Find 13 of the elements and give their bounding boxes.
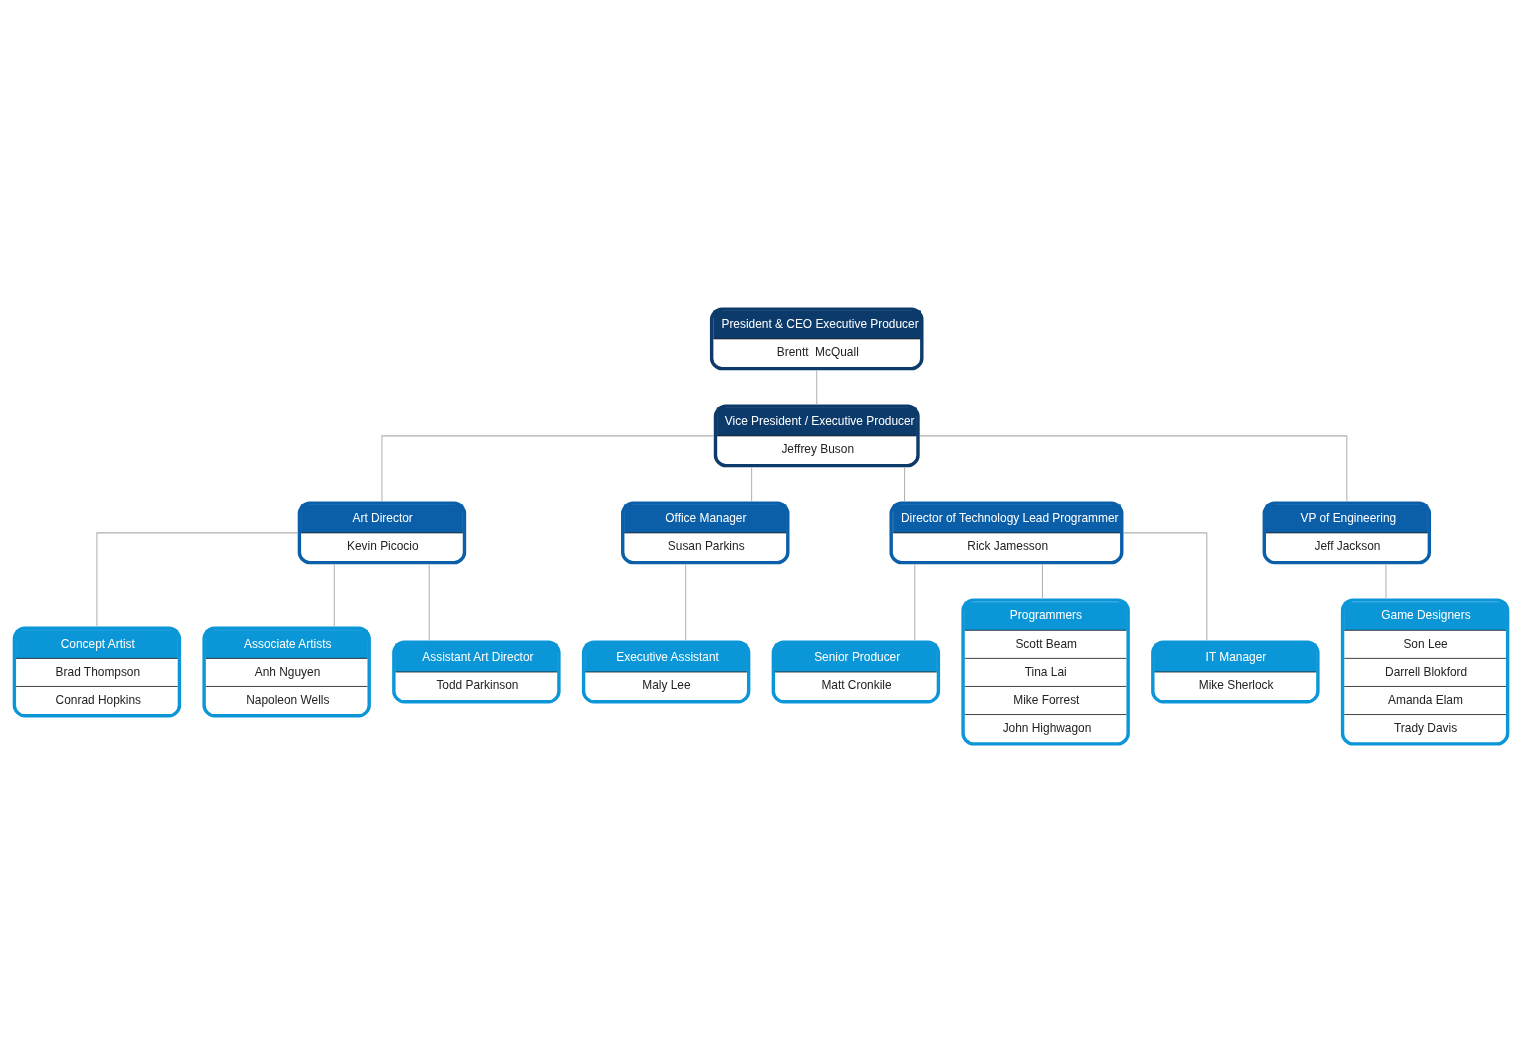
connector <box>751 466 753 502</box>
connector <box>914 563 916 641</box>
connector <box>1123 531 1208 641</box>
connector <box>919 434 1348 502</box>
connector <box>685 563 687 641</box>
connector <box>904 466 906 502</box>
connector <box>381 434 715 502</box>
connector <box>1041 563 1043 599</box>
connector <box>816 369 818 405</box>
connector <box>1385 563 1387 599</box>
connector <box>428 563 430 641</box>
connector <box>333 563 335 627</box>
connector <box>96 531 299 627</box>
